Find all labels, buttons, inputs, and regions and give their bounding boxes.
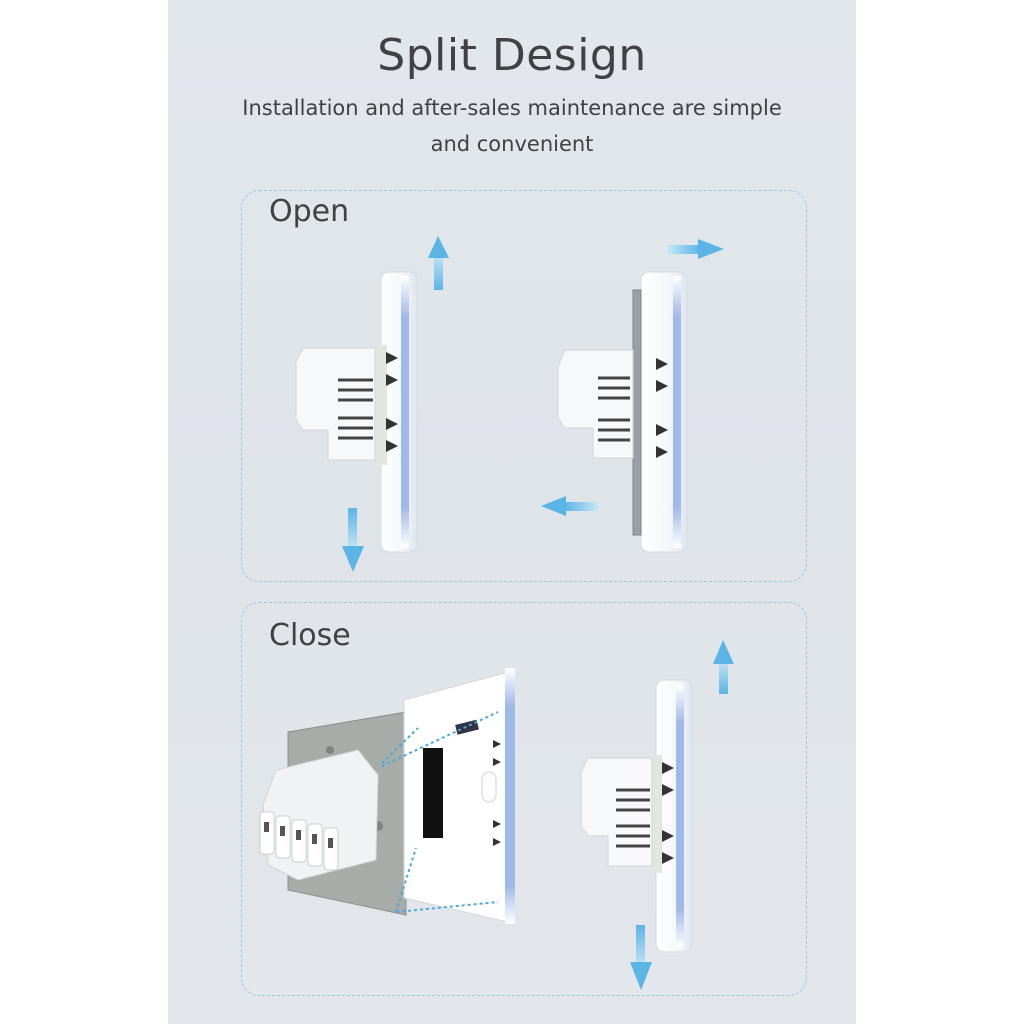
arrow-up-icon [713, 640, 734, 694]
switch-side-view-closed [580, 679, 693, 953]
right-margin [856, 0, 1024, 1024]
arrow-up-icon [428, 236, 449, 290]
switch-side-view-open-right [557, 271, 688, 553]
arrow-right-icon [668, 239, 724, 259]
page-title: Split Design [377, 30, 647, 81]
switch-exploded-view [259, 668, 515, 924]
arrow-left-icon [541, 496, 598, 516]
subtitle-line-2: and convenient [430, 132, 594, 156]
arrow-down-icon [342, 508, 364, 572]
section-label-open: Open [269, 194, 350, 229]
arrow-down-icon [630, 925, 652, 990]
section-label-close: Close [269, 618, 351, 653]
info-panel: Split Design Installation and after-sale… [168, 0, 856, 1024]
subtitle-line-1: Installation and after-sales maintenance… [242, 96, 782, 120]
illustration-layer [259, 236, 734, 990]
close-section-frame [241, 602, 807, 996]
open-section-frame [241, 190, 807, 582]
switch-side-view-open-left [295, 271, 418, 553]
left-margin [0, 0, 168, 1024]
